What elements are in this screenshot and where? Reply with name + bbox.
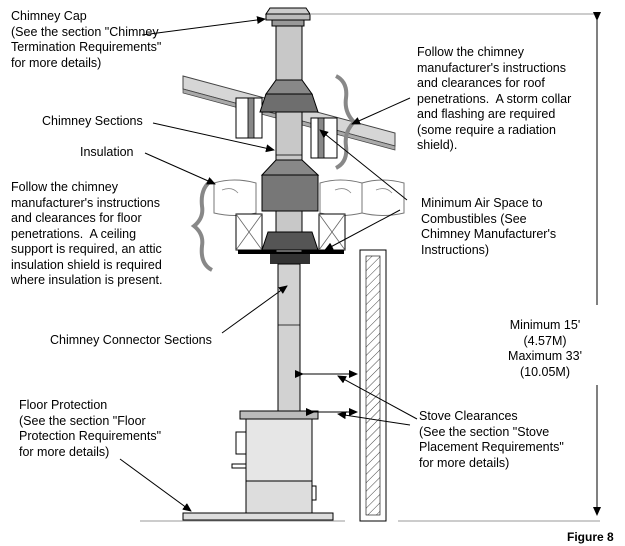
floor-protector <box>182 512 334 521</box>
leader-clearance-1 <box>337 375 418 420</box>
label-floor-protection: Floor Protection (See the section "Floor… <box>19 398 162 459</box>
combustible-wall <box>359 249 387 522</box>
chimney-pipe <box>275 25 303 253</box>
chimney-connector <box>277 263 301 412</box>
floor-brace <box>190 178 214 272</box>
attic-insulation-shield <box>260 159 320 212</box>
leader-roof <box>351 97 411 125</box>
figure-label: Figure 8 <box>567 530 614 544</box>
label-stove-clearances: Stove Clearances (See the section "Stove… <box>419 409 564 470</box>
leader-clearance-2 <box>337 411 411 426</box>
label-roof-instructions: Follow the chimney manufacturer's instru… <box>417 45 572 152</box>
label-chimney-cap: Chimney Cap (See the section "Chimney Te… <box>11 9 162 70</box>
leader-chimney-cap <box>141 16 266 36</box>
label-connector-sections: Chimney Connector Sections <box>50 333 212 347</box>
leader-floor-protection <box>119 458 192 512</box>
label-chimney-sections: Chimney Sections <box>42 114 143 128</box>
label-floor-instructions: Follow the chimney manufacturer's instru… <box>11 180 163 287</box>
ceiling-joists <box>235 213 346 251</box>
leader-chimney-sections <box>152 122 275 153</box>
leader-air-space-2 <box>324 209 401 251</box>
chimney-cap-shape <box>265 7 311 27</box>
storm-collar <box>259 79 319 113</box>
leader-insulation <box>144 152 216 185</box>
height-dimension <box>310 12 601 516</box>
leader-air-space-1 <box>319 129 408 201</box>
leader-connector <box>221 285 288 334</box>
label-min-air-space: Minimum Air Space to Combustibles (See C… <box>421 196 557 257</box>
label-insulation: Insulation <box>80 145 134 159</box>
stove <box>231 410 319 514</box>
ceiling-support-box <box>261 231 319 264</box>
label-height: Minimum 15' (4.57M) Maximum 33' (10.05M) <box>508 318 582 379</box>
